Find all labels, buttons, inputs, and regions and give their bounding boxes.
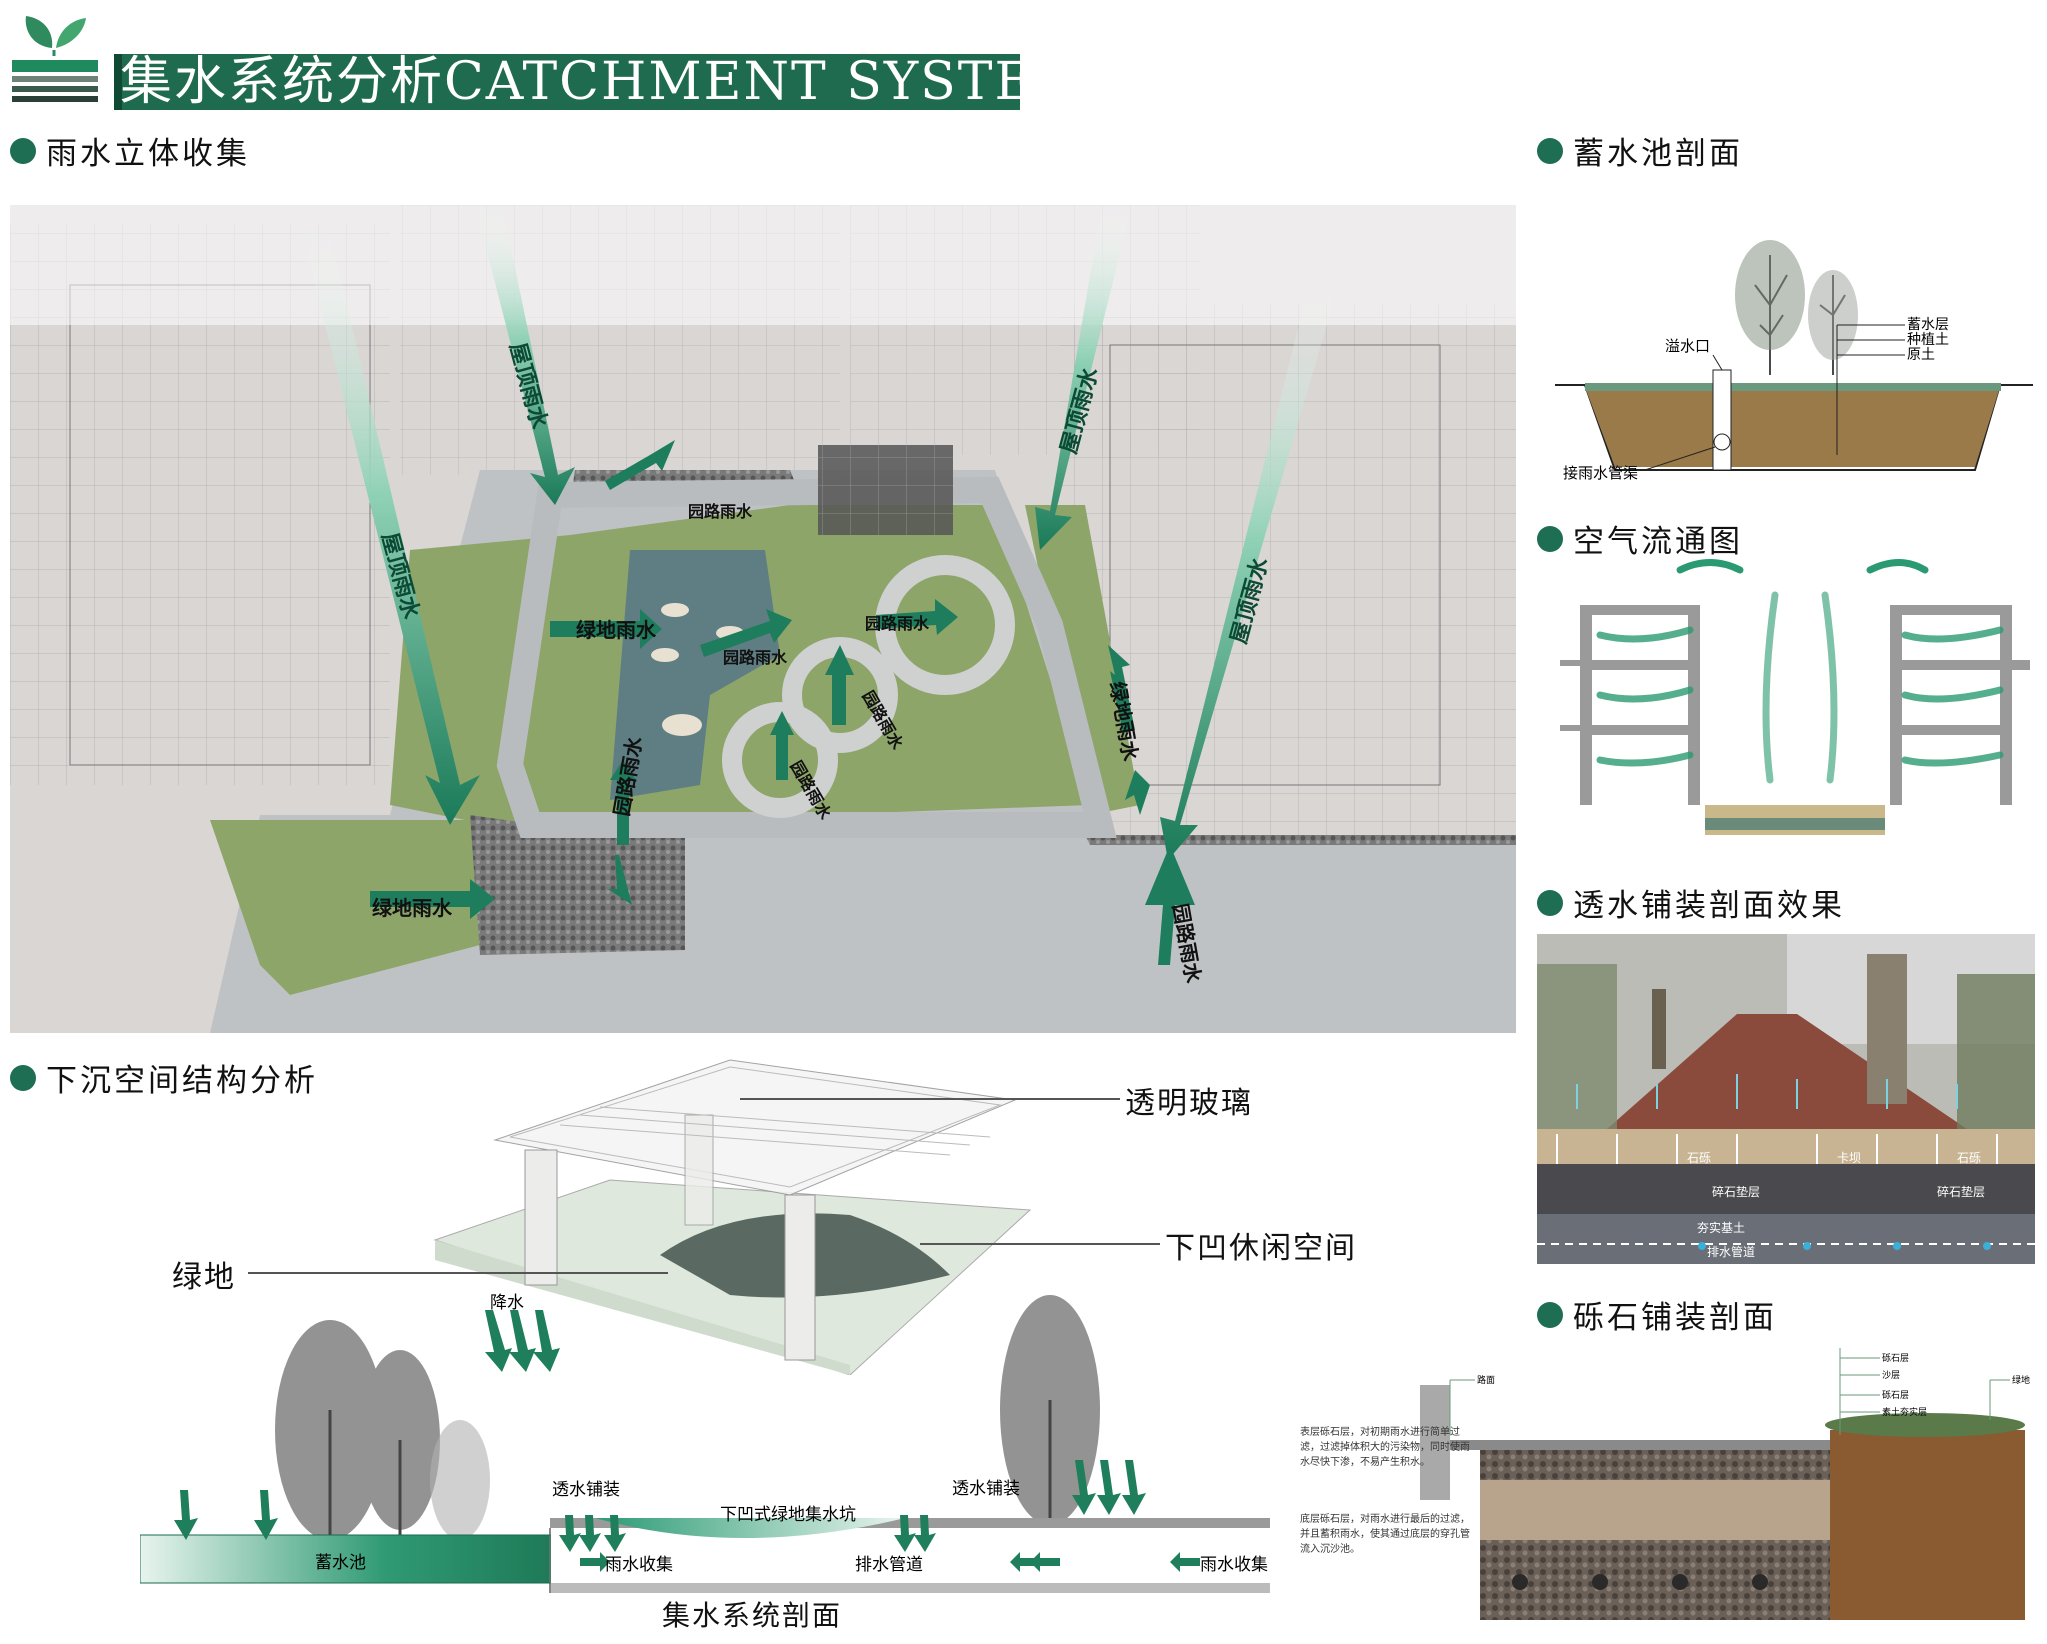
section-caption: 集水系统剖面	[662, 1599, 843, 1632]
section-heading-rain-3d: 雨水立体收集	[10, 128, 250, 173]
label-stone: 石砾	[1957, 1151, 1981, 1165]
label-storage-layer: 蓄水层	[1907, 317, 1949, 333]
plan-label-green-rain: 绿地雨水	[372, 896, 453, 920]
gravel-note-top: 表层砾石层，对初期雨水进行简单过滤，过滤掉体积大的污染物，同时使雨水尽快下渗，不…	[1300, 1427, 1470, 1468]
bullet-dot-icon	[10, 137, 36, 164]
leader-line	[248, 1272, 668, 1274]
permeable-paving-render: 石砾 石砾 卡坝 碎石垫层 碎石垫层 夯实基土 排水管道	[1537, 934, 2035, 1264]
gravel-right-tag: 绿地	[2012, 1374, 2030, 1386]
label-rain-channel: 接雨水管渠	[1563, 465, 1638, 482]
plan-label-road-rain: 园路雨水	[865, 614, 930, 633]
gravel-layer-label: 素土夯实层	[1882, 1406, 1927, 1418]
bullet-dot-icon	[1537, 889, 1563, 916]
title-bar	[114, 54, 1020, 110]
label-compacted-soil: 夯实基土	[1697, 1220, 1745, 1235]
label-rain-collect: 雨水收集	[1200, 1555, 1268, 1574]
label-drain-pipe: 排水管道	[1707, 1244, 1755, 1259]
label-grade: 卡坝	[1837, 1151, 1861, 1165]
gravel-note-bottom: 底层砾石层，对雨水进行最后的过滤，并且蓄积雨水，使其通过底层的穿孔管流入沉沙池。	[1300, 1514, 1470, 1555]
label-reservoir: 蓄水池	[315, 1553, 366, 1572]
label-precipitation: 降水	[490, 1293, 524, 1312]
plan-label-road-rain: 园路雨水	[723, 648, 788, 667]
label-planting-soil: 种植土	[1907, 332, 1949, 348]
label-leisure: 下凹休闲空间	[1165, 1231, 1357, 1266]
label-glass: 透明玻璃	[1125, 1086, 1253, 1121]
gravel-layer-label: 砾石层	[1882, 1352, 1909, 1364]
label-overflow: 溢水口	[1665, 338, 1710, 355]
gravel-layer-label: 砾石层	[1882, 1389, 1909, 1401]
site-plan-illustration: 屋顶雨水 屋顶雨水 屋顶雨水 屋顶雨水 园路雨水 园路雨水 园路雨水 园路雨水 …	[10, 205, 1516, 1033]
page-title: 集水系统分析CATCHMENT SYSTEM	[120, 52, 1090, 112]
pool-section-diagram: 蓄水层 种植土 原土 溢水口 接雨水管渠	[1555, 215, 2035, 490]
catchment-section-diagram: 降水 透水铺装 透水铺装 下凹式绿地集水坑 蓄水池 雨水收集 排水管道 雨水收集	[139, 1290, 1280, 1600]
label-sunken-green: 下凹式绿地集水坑	[720, 1505, 856, 1524]
label-gravel-cushion: 碎石垫层	[1937, 1184, 1985, 1199]
logo	[12, 8, 98, 108]
plan-label-road-rain: 园路雨水	[688, 502, 753, 521]
label-gravel-cushion: 碎石垫层	[1712, 1184, 1760, 1199]
label-green: 绿地	[172, 1260, 236, 1295]
plan-label-green-rain: 绿地雨水	[576, 618, 657, 642]
label-permeable-left: 透水铺装	[552, 1480, 620, 1499]
leader-line	[920, 1243, 1160, 1245]
label-original-soil: 原土	[1907, 347, 1935, 363]
section-heading-gravel: 砾石铺装剖面	[1537, 1292, 1777, 1337]
leader-line	[740, 1098, 1120, 1100]
section-heading-permeable: 透水铺装剖面效果	[1537, 880, 1845, 925]
bullet-dot-icon	[1537, 137, 1563, 164]
section-heading-airflow: 空气流通图	[1537, 516, 1743, 561]
bullet-dot-icon	[10, 1064, 36, 1091]
sunken-space-isometric	[430, 1055, 1050, 1376]
gravel-section-diagram: 砾石层 沙层 砾石层 素土夯实层 路面 绿地	[1300, 1340, 2040, 1640]
airflow-diagram	[1560, 550, 2035, 850]
label-stone: 石砾	[1687, 1151, 1711, 1165]
label-permeable-right: 透水铺装	[952, 1479, 1020, 1498]
label-drainage: 排水管道	[855, 1555, 923, 1574]
gravel-layer-label: 沙层	[1882, 1370, 1900, 1381]
label-rain-collect: 雨水收集	[605, 1555, 673, 1574]
section-heading-pool: 蓄水池剖面	[1537, 128, 1743, 173]
section-heading-sunken: 下沉空间结构分析	[10, 1055, 318, 1100]
bullet-dot-icon	[1537, 1301, 1563, 1328]
gravel-left-tag: 路面	[1477, 1374, 1495, 1386]
bullet-dot-icon	[1537, 525, 1563, 552]
